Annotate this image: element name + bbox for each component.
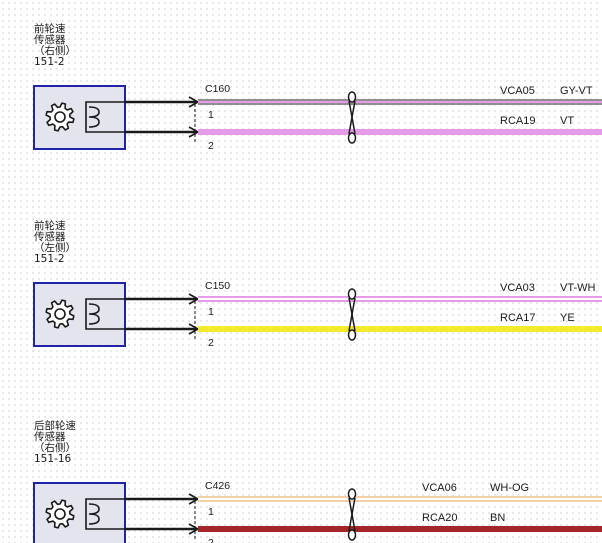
sensor-label-line: 传感器: [34, 33, 66, 46]
sensor-box: [33, 282, 126, 347]
twist-line-2: [348, 100, 356, 135]
pin-number-2: 2: [208, 140, 214, 152]
pin-number-2: 2: [208, 537, 214, 543]
circuit-id: VCA05: [500, 85, 535, 97]
sensor-label-line: 151-2: [34, 253, 65, 265]
gear-hub: [54, 308, 66, 320]
twist-loop-top: [347, 288, 357, 300]
sensor-label-line: 前轮速: [34, 219, 66, 232]
wire-color-code: VT-WH: [560, 282, 595, 294]
gear-hub: [54, 508, 66, 520]
twist-loop-bottom: [347, 132, 357, 144]
circuit-id: RCA17: [500, 312, 535, 324]
pin-number-1: 1: [208, 306, 214, 318]
sensor-label-line: 传感器: [34, 430, 66, 443]
harness-wire-inner: [198, 101, 602, 103]
connector-id: C160: [205, 83, 230, 95]
circuit-id: RCA20: [422, 512, 457, 524]
wire-color-code: WH-OG: [490, 482, 529, 494]
twist-line-2: [348, 297, 356, 332]
sensor-label-line: （左侧）: [34, 241, 76, 254]
coil-icon: [85, 101, 100, 133]
sensor-label-line: 传感器: [34, 230, 66, 243]
circuit-id: VCA06: [422, 482, 457, 494]
circuit-id: VCA03: [500, 282, 535, 294]
pin-number-1: 1: [208, 506, 214, 518]
coil-icon: [85, 298, 100, 330]
gear-hub: [54, 111, 66, 123]
harness-wire-inner: [198, 498, 602, 500]
connector-id: C426: [205, 480, 230, 492]
sensor-label-line: 前轮速: [34, 22, 66, 35]
circuit-id: RCA19: [500, 115, 535, 127]
sensor-label-line: 151-16: [34, 453, 72, 465]
sensor-label-line: 后部轮速: [34, 419, 76, 432]
sensor-label-line: （右侧）: [34, 44, 76, 57]
harness-wire-inner: [198, 298, 602, 300]
harness-wire-inner: [198, 328, 602, 330]
twist-loop-top: [347, 91, 357, 103]
twist-loop-top: [347, 488, 357, 500]
harness-wire-inner: [198, 131, 602, 133]
pin-number-2: 2: [208, 337, 214, 349]
pin-number-1: 1: [208, 109, 214, 121]
wire-color-code: BN: [490, 512, 505, 524]
twist-loop-bottom: [347, 329, 357, 341]
wire-color-code: VT: [560, 115, 574, 127]
coil-icon: [85, 498, 100, 530]
harness-wire-inner: [198, 528, 602, 530]
wire-color-code: GY-VT: [560, 85, 593, 97]
twist-line-2: [348, 497, 356, 532]
sensor-box: [33, 85, 126, 150]
wire-color-code: YE: [560, 312, 575, 324]
sensor-label-line: （右侧）: [34, 441, 76, 454]
connector-id: C150: [205, 280, 230, 292]
sensor-label-line: 151-2: [34, 56, 65, 68]
twist-loop-bottom: [347, 529, 357, 541]
